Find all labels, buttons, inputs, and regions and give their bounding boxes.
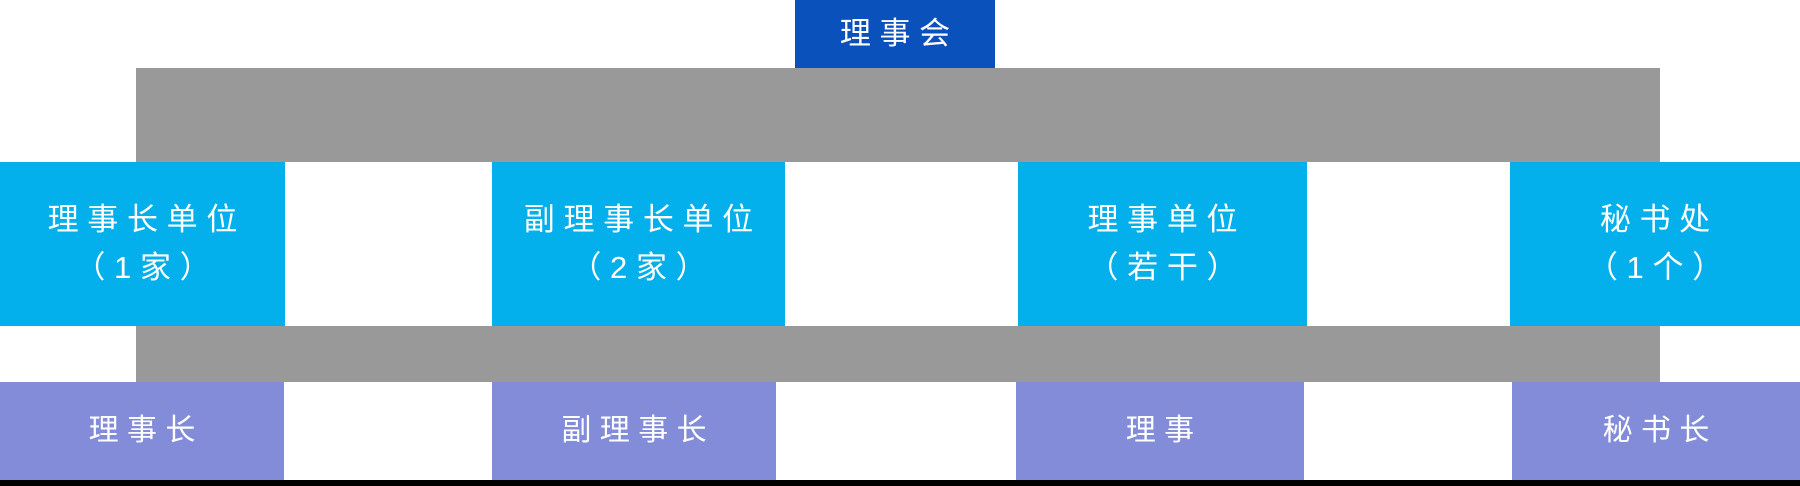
org-node-vice-chairman-label: 副理事长	[561, 413, 715, 447]
org-node-secretariat-label: 秘书处	[1599, 201, 1719, 237]
org-node-board-label: 理事会	[839, 15, 959, 51]
org-node-chairman[interactable]: 理事长	[0, 382, 284, 480]
org-node-chairman-unit[interactable]: 理事长单位 （1家）	[0, 162, 285, 326]
org-node-director-label: 理事	[1125, 413, 1203, 447]
org-node-director[interactable]: 理事	[1016, 382, 1304, 480]
org-node-secretary-general[interactable]: 秘书长	[1512, 382, 1800, 480]
org-node-secretariat[interactable]: 秘书处 （1个）	[1510, 162, 1800, 326]
org-node-secretary-general-label: 秘书长	[1602, 413, 1718, 447]
lower-connector-bar	[136, 326, 1660, 382]
org-node-secretariat-count: （1个）	[1586, 250, 1732, 285]
org-node-board[interactable]: 理事会	[795, 0, 995, 68]
org-node-chairman-label: 理事长	[88, 413, 204, 447]
org-node-vice-chairman-unit-count: （2家）	[570, 250, 716, 285]
org-node-director-unit-count: （若干）	[1087, 250, 1247, 285]
org-node-vice-chairman-unit[interactable]: 副理事长单位 （2家）	[492, 162, 785, 326]
org-node-vice-chairman[interactable]: 副理事长	[492, 382, 776, 480]
org-node-vice-chairman-unit-label: 副理事长单位	[523, 201, 762, 237]
org-node-director-unit[interactable]: 理事单位 （若干）	[1018, 162, 1307, 326]
org-node-chairman-unit-label: 理事长单位	[47, 201, 247, 237]
upper-connector-bar	[136, 68, 1660, 162]
bottom-edge-strip	[0, 480, 1800, 486]
org-node-director-unit-label: 理事单位	[1087, 201, 1247, 237]
org-node-chairman-unit-count: （1家）	[74, 250, 220, 285]
